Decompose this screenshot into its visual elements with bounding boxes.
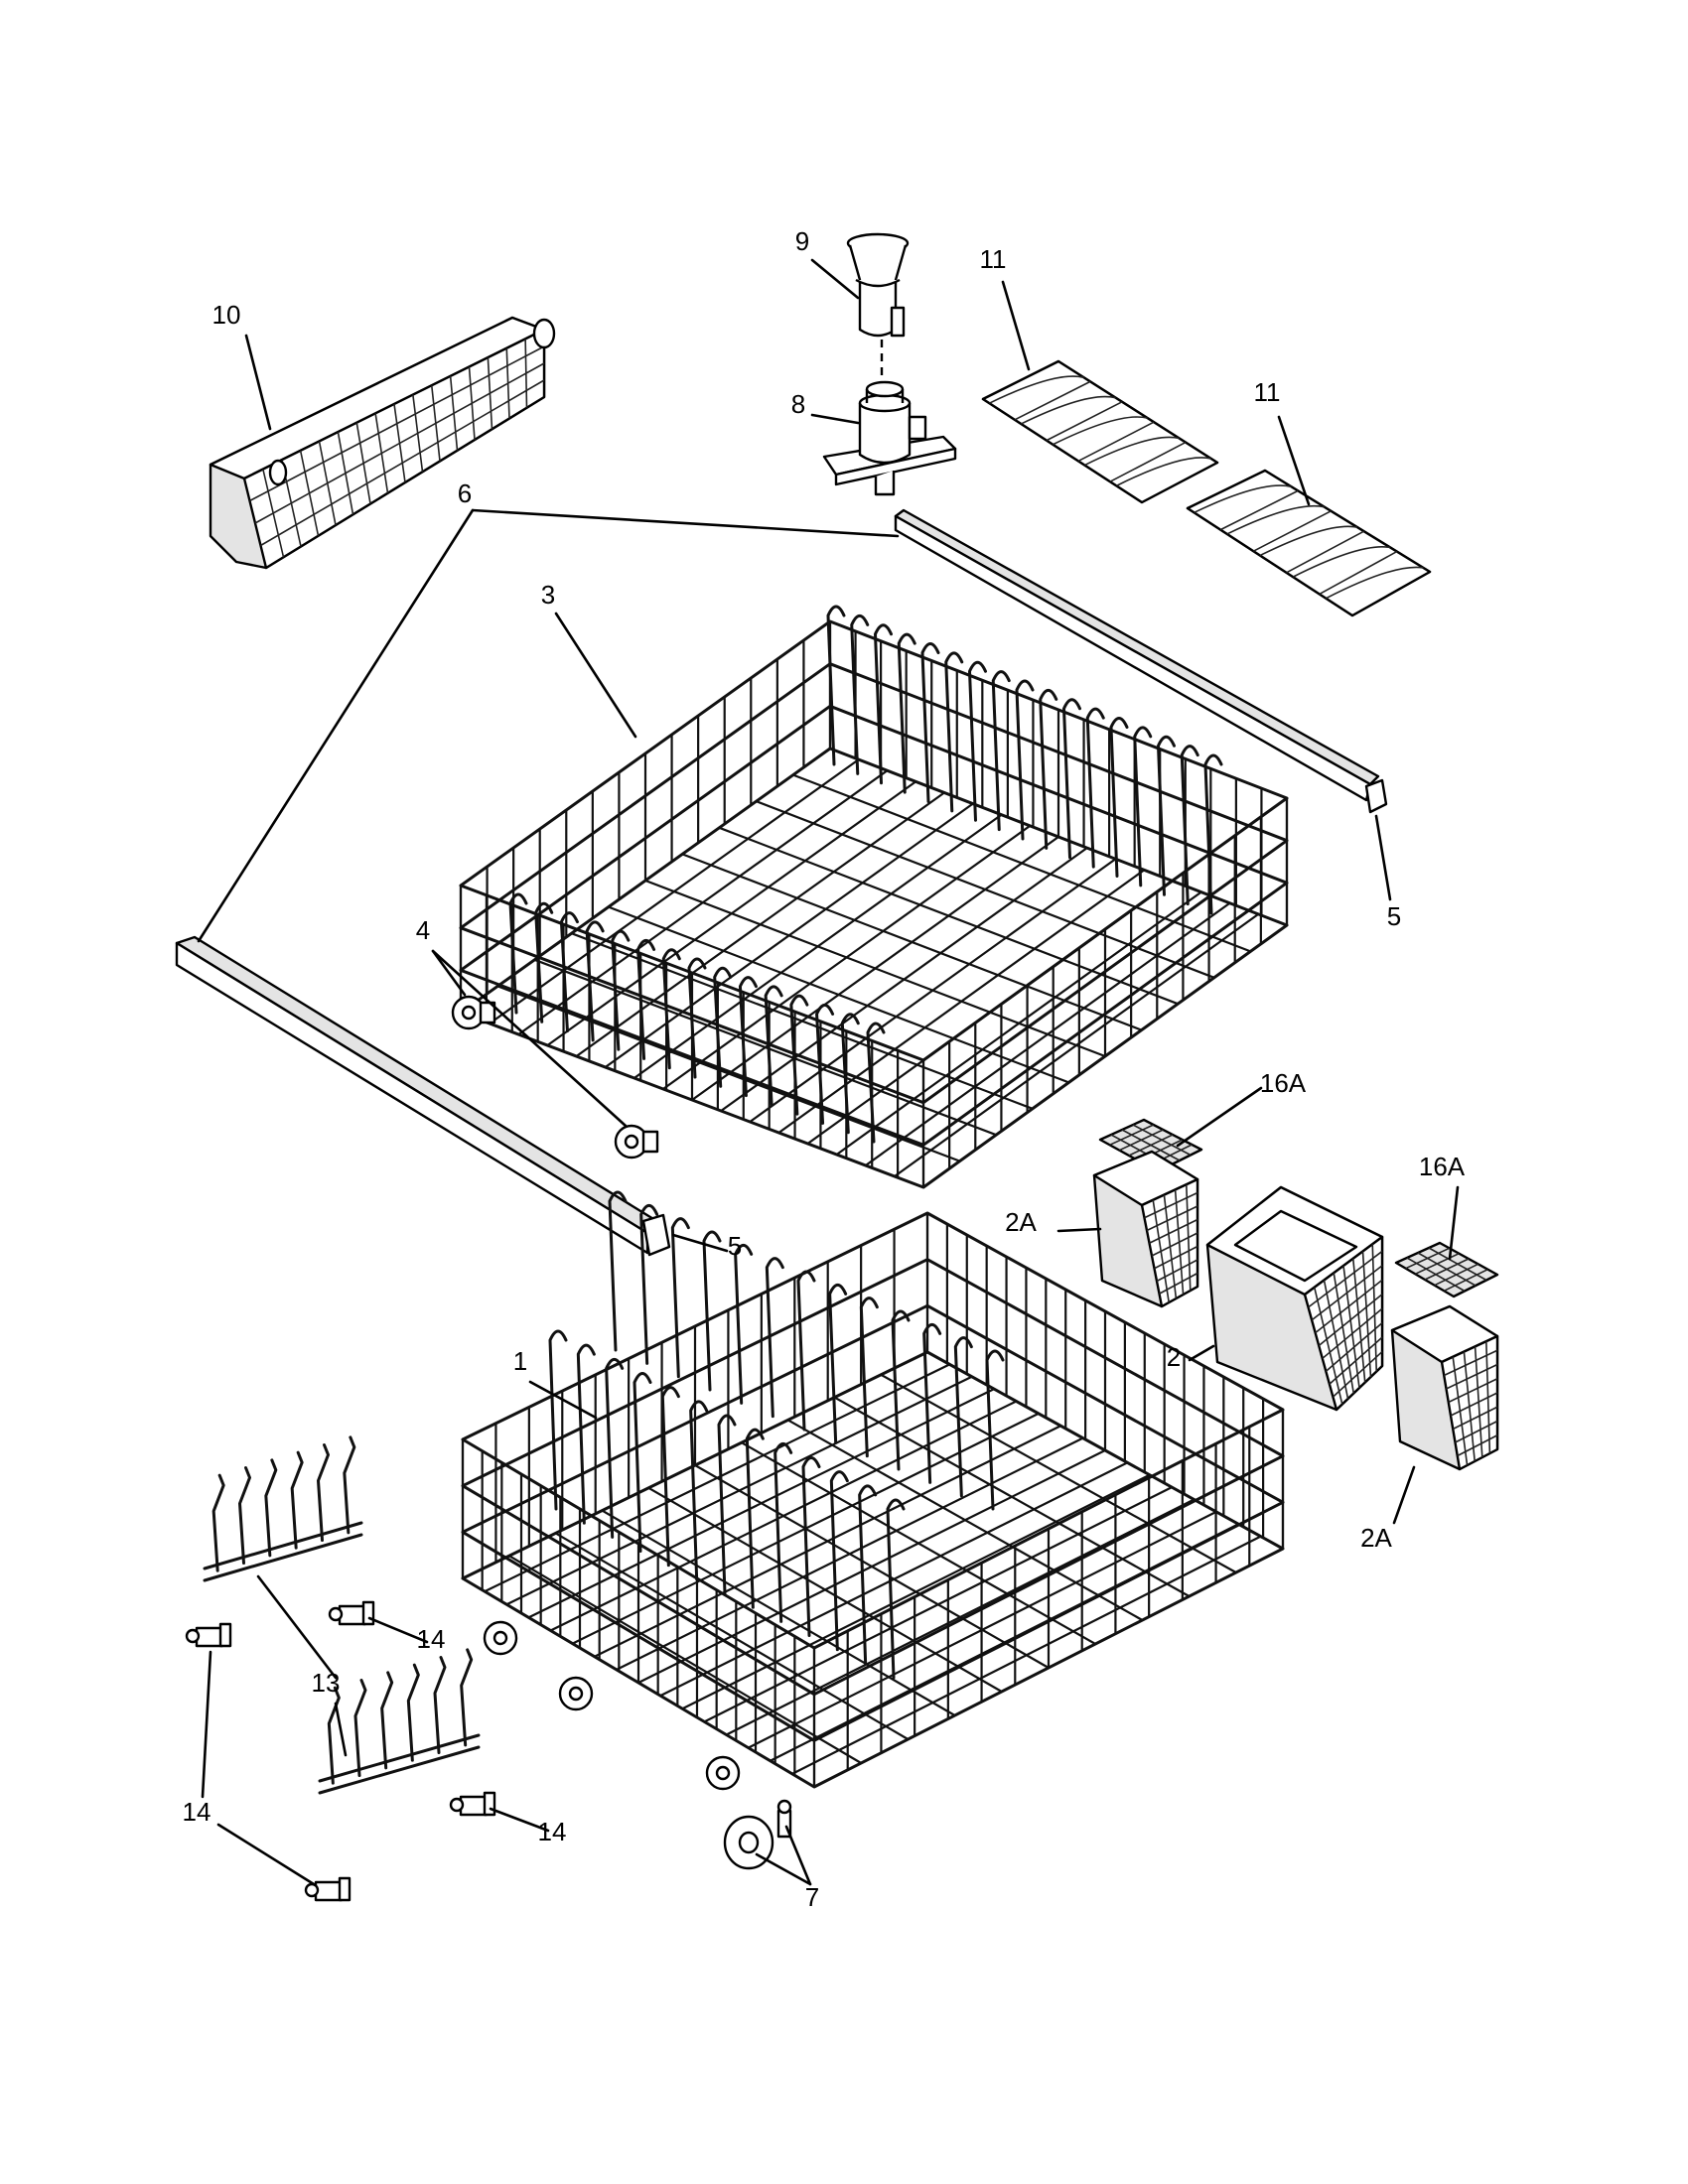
callout-c7: 7 bbox=[805, 1882, 819, 1912]
callout-c5a: 5 bbox=[1387, 901, 1401, 931]
callout-c14a: 14 bbox=[417, 1624, 446, 1654]
part-1-lower-rack bbox=[461, 1190, 1285, 1791]
callout-c2Ab: 2A bbox=[1360, 1523, 1392, 1553]
part-13-tine-row-upper bbox=[203, 1435, 363, 1582]
callout-labels: 10 9 11 8 11 6 3 5 4 16A 16A 2A 5 1 2 2A 14 13 14 14 7 bbox=[183, 226, 1466, 1912]
part-6-rail-right bbox=[894, 508, 1388, 814]
part-4-rollers bbox=[451, 995, 659, 1160]
part-2-silverware-basket bbox=[1205, 1185, 1384, 1412]
callout-c16Ab: 16A bbox=[1419, 1152, 1466, 1181]
callout-c4: 4 bbox=[416, 915, 430, 945]
callout-c5b: 5 bbox=[728, 1231, 742, 1261]
part-13-tine-row-lower bbox=[318, 1648, 481, 1795]
callout-c8: 8 bbox=[791, 389, 805, 419]
part-10-silverware-basket bbox=[209, 316, 556, 570]
part-9-nozzle bbox=[846, 232, 910, 338]
part-11-tine-row-upper bbox=[981, 359, 1219, 504]
part-16A-cover-2 bbox=[1394, 1241, 1499, 1298]
callout-c9: 9 bbox=[795, 226, 809, 256]
part-14-clips bbox=[185, 1600, 496, 1902]
leader-lines bbox=[197, 258, 1460, 1886]
callout-c11a: 11 bbox=[980, 244, 1007, 274]
part-3-upper-rack bbox=[459, 605, 1289, 1189]
callout-c14c: 14 bbox=[538, 1817, 567, 1846]
part-11-tine-row-lower bbox=[1186, 469, 1432, 617]
callout-c14b: 14 bbox=[183, 1797, 211, 1827]
callout-c2Aa: 2A bbox=[1005, 1207, 1037, 1237]
callout-c11b: 11 bbox=[1254, 377, 1281, 407]
callout-c2: 2 bbox=[1167, 1342, 1181, 1372]
part-7-wheel bbox=[723, 1799, 792, 1870]
callout-c16Aa: 16A bbox=[1260, 1068, 1307, 1098]
callout-c10: 10 bbox=[212, 300, 241, 330]
callout-c3: 3 bbox=[541, 580, 555, 610]
callout-c13: 13 bbox=[312, 1668, 341, 1698]
part-8-manifold bbox=[822, 380, 957, 496]
callout-c6: 6 bbox=[458, 478, 472, 508]
callout-c1: 1 bbox=[513, 1346, 527, 1376]
part-2A-small-basket-2 bbox=[1390, 1304, 1499, 1471]
part-2A-small-basket-1 bbox=[1092, 1150, 1199, 1308]
part-6-rail-left bbox=[175, 935, 671, 1257]
